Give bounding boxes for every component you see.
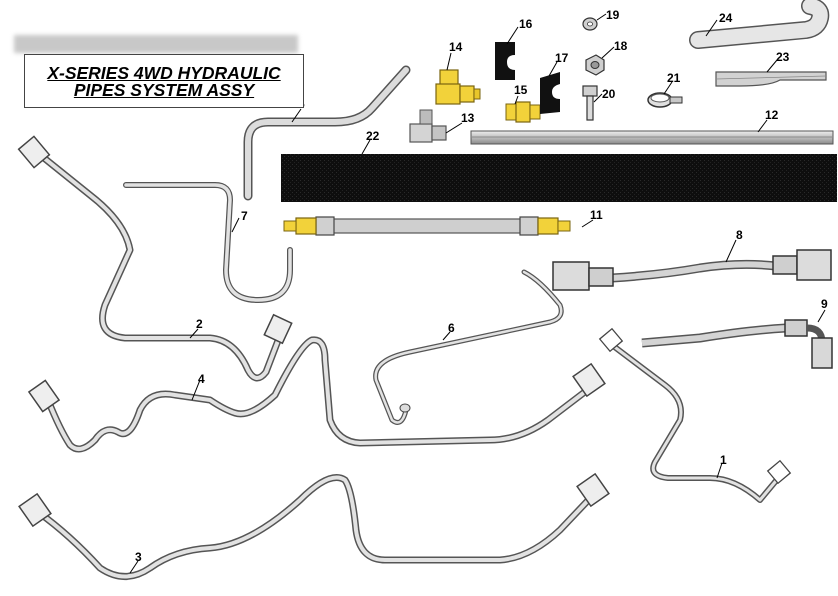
diagram-title-box: X-SERIES 4WD HYDRAULIC PIPES SYSTEM ASSY bbox=[24, 54, 304, 108]
pipe-4 bbox=[27, 336, 606, 453]
callout-1: 1 bbox=[720, 453, 727, 467]
pipe-24 bbox=[689, 0, 830, 49]
hose-9 bbox=[641, 319, 833, 369]
callout-13: 13 bbox=[461, 111, 475, 125]
callout-12: 12 bbox=[765, 108, 779, 122]
washer-19 bbox=[582, 17, 598, 31]
callout-7: 7 bbox=[241, 209, 248, 223]
pipe-5 bbox=[243, 65, 411, 201]
callout-14: 14 bbox=[449, 40, 463, 54]
callout-21: 21 bbox=[667, 71, 681, 85]
callout-23: 23 bbox=[776, 50, 790, 64]
bar-12 bbox=[470, 130, 834, 145]
callout-15: 15 bbox=[514, 83, 528, 97]
clamp-17 bbox=[540, 72, 560, 114]
fitting-13 bbox=[409, 109, 447, 143]
callout-22: 22 bbox=[366, 129, 380, 143]
pipe-1 bbox=[598, 327, 792, 503]
clip-21 bbox=[647, 92, 683, 108]
callout-20: 20 bbox=[602, 87, 616, 101]
hose-11 bbox=[283, 216, 571, 236]
pipe-3 bbox=[18, 472, 610, 580]
callout-11: 11 bbox=[590, 208, 603, 222]
callout-18: 18 bbox=[614, 39, 628, 53]
strip-23 bbox=[715, 71, 827, 87]
bolt-20 bbox=[582, 85, 598, 121]
title-line-2: PIPES SYSTEM ASSY bbox=[73, 80, 255, 100]
callout-17: 17 bbox=[555, 51, 569, 65]
fitting-14 bbox=[435, 69, 481, 105]
callout-9: 9 bbox=[821, 297, 828, 311]
callout-2: 2 bbox=[196, 317, 203, 331]
nut-18 bbox=[585, 54, 605, 76]
callout-8: 8 bbox=[736, 228, 743, 242]
callout-4: 4 bbox=[198, 372, 205, 386]
hose-8 bbox=[552, 249, 832, 291]
callout-19: 19 bbox=[606, 8, 620, 22]
callout-6: 6 bbox=[448, 321, 455, 335]
leader-lines bbox=[129, 13, 826, 574]
hose-22 bbox=[281, 154, 837, 202]
callout-16: 16 bbox=[519, 17, 533, 31]
pipe-7 bbox=[123, 182, 293, 303]
title-shadow bbox=[14, 35, 298, 53]
callout-labels: 1 2 3 4 5 6 7 8 9 11 12 13 14 15 16 17 1… bbox=[135, 8, 828, 564]
fitting-15 bbox=[505, 101, 541, 123]
pipe-2 bbox=[17, 135, 293, 382]
clamp-16 bbox=[495, 42, 515, 80]
pipe-6 bbox=[373, 269, 564, 425]
title-line-1: X-SERIES 4WD HYDRAULIC bbox=[47, 63, 281, 83]
callout-24: 24 bbox=[719, 11, 733, 25]
callout-3: 3 bbox=[135, 550, 142, 564]
